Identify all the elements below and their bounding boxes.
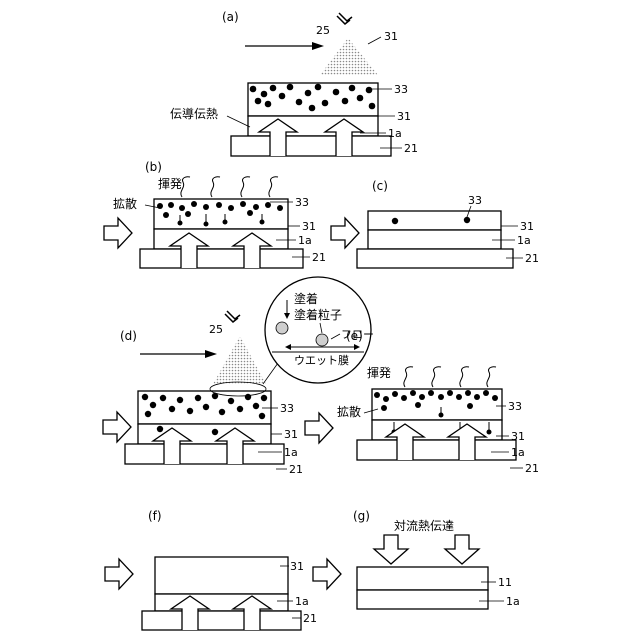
substrate-layer xyxy=(357,590,488,609)
nozzle-icon xyxy=(225,311,240,322)
nozzle-icon xyxy=(337,13,352,24)
leader-line xyxy=(368,37,381,44)
coated-particle xyxy=(316,334,328,346)
particle-layer xyxy=(372,389,502,420)
coating-label: 塗着 xyxy=(294,291,318,306)
substrate-label: 1a xyxy=(511,446,525,459)
spray-label: 31 xyxy=(384,30,398,43)
particle-dot xyxy=(464,217,470,223)
stage-block xyxy=(357,440,516,460)
particle-layer-label: 33 xyxy=(508,400,522,413)
stage-block xyxy=(125,444,284,464)
volatilize-wisps xyxy=(404,367,496,387)
panel-d-label: (d) xyxy=(120,329,137,343)
motion-arrow-head xyxy=(205,350,217,358)
substrate-label: 1a xyxy=(517,234,531,247)
diffusion-label: 拡散 xyxy=(113,196,137,211)
panel-a: (a) 25 31 伝導伝熱 33 31 1a 21 xyxy=(170,10,418,156)
wet-film-label: 31 xyxy=(520,220,534,233)
conduction-heat-label: 伝導伝熱 xyxy=(170,107,218,121)
stage-label: 21 xyxy=(312,251,326,264)
process-arrow-icon xyxy=(331,218,359,248)
coated-particle-label: 塗着粒子 xyxy=(294,307,342,322)
wet-film-label: 31 xyxy=(302,220,316,233)
process-arrow-icon xyxy=(103,412,131,442)
particle-dot xyxy=(212,429,218,435)
wet-film-label: 31 xyxy=(284,428,298,441)
substrate-label: 1a xyxy=(388,127,402,140)
nozzle-label: 25 xyxy=(316,24,330,37)
panel-f-label: (f) xyxy=(148,509,162,523)
heat-down-arrow-icon xyxy=(374,535,408,564)
spray-cone xyxy=(213,336,266,384)
substrate-label: 1a xyxy=(295,595,309,608)
nozzle-label: 25 xyxy=(209,323,223,336)
wet-film-name: ウエット膜 xyxy=(294,354,349,367)
panel-g-label: (g) xyxy=(353,509,370,523)
wet-film-label: 31 xyxy=(290,560,304,573)
stage-block xyxy=(142,611,301,630)
particle-dot xyxy=(392,218,398,224)
particle-layer-label: 33 xyxy=(295,196,309,209)
wet-film-layer xyxy=(368,230,501,249)
volatilize-label: 揮発 xyxy=(158,177,182,191)
process-arrow-icon xyxy=(105,559,133,589)
panel-a-label: (a) xyxy=(222,10,239,24)
particle-layer xyxy=(155,557,288,594)
stage-label: 21 xyxy=(525,462,539,475)
panel-c: (c) 33 31 1a 21 xyxy=(331,179,539,268)
panel-g: (g) 対流熱伝達 11 1a xyxy=(313,509,520,609)
particle-layer-label: 33 xyxy=(394,83,408,96)
stage-block xyxy=(357,249,513,268)
convection-heat-label: 対流熱伝達 xyxy=(394,519,454,533)
stage-label: 21 xyxy=(289,463,303,476)
process-arrow-icon xyxy=(104,218,132,248)
panel-c-label: (c) xyxy=(372,179,388,193)
wet-film-label: 31 xyxy=(511,430,525,443)
substrate-label: 1a xyxy=(298,234,312,247)
panel-e-label: (e) xyxy=(346,329,363,343)
stage-label: 21 xyxy=(525,252,539,265)
particle-layer-label: 33 xyxy=(468,194,482,207)
leader-line xyxy=(227,116,250,127)
zoom-leader-line xyxy=(263,363,278,384)
wet-film-label: 31 xyxy=(397,110,411,123)
panel-b-label: (b) xyxy=(145,160,162,174)
stage-block xyxy=(140,249,303,268)
process-arrow-icon xyxy=(313,559,341,589)
panel-f: (f) 31 1a 21 xyxy=(105,509,317,630)
volatilize-wisps xyxy=(181,177,278,197)
diffusion-label: 拡散 xyxy=(337,404,361,419)
stage-label: 21 xyxy=(404,142,418,155)
stage-label: 21 xyxy=(303,612,317,625)
process-arrow-icon xyxy=(305,413,333,443)
panel-b: (b) 揮発 拡散 33 31 xyxy=(104,160,326,268)
particle-dot xyxy=(157,426,163,432)
substrate-label: 1a xyxy=(284,446,298,459)
coating-particle xyxy=(276,322,288,334)
particle-layer xyxy=(368,211,501,230)
particle-layer-label: 33 xyxy=(280,402,294,415)
substrate-label: 1a xyxy=(506,595,520,608)
final-film-label: 11 xyxy=(498,576,512,589)
volatilize-label: 揮発 xyxy=(367,366,391,380)
motion-arrow-head xyxy=(312,42,324,50)
stage-block xyxy=(231,136,391,156)
final-film-layer xyxy=(357,567,488,590)
heat-down-arrow-icon xyxy=(445,535,479,564)
